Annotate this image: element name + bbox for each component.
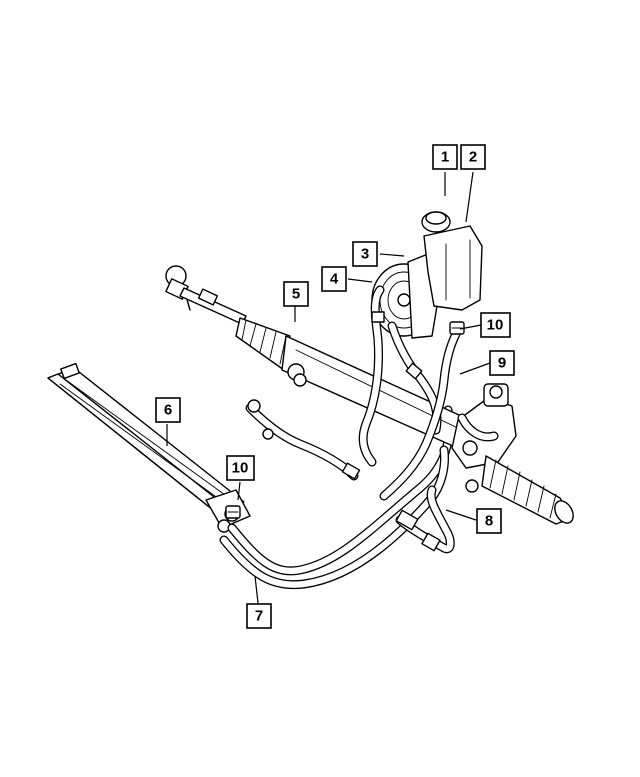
callout-2-label: 2 <box>469 149 477 166</box>
callout-4-label: 4 <box>330 271 339 288</box>
hose-clamp-lower[interactable] <box>225 505 241 519</box>
callout-3: 3 <box>352 241 378 267</box>
reservoir[interactable] <box>423 225 483 311</box>
return-hose[interactable] <box>379 329 499 501</box>
oil-cooler[interactable] <box>47 362 251 533</box>
callout-6-label: 6 <box>164 402 172 419</box>
callout-10-lower-label: 10 <box>232 460 249 477</box>
callout-8: 8 <box>476 508 502 534</box>
callout-3-label: 3 <box>361 246 369 263</box>
callout-7-label: 7 <box>255 608 263 625</box>
hose-clamp-upper[interactable] <box>449 321 465 335</box>
reservoir-cap[interactable] <box>421 211 451 233</box>
callout-9: 9 <box>489 350 515 376</box>
rack-transfer-tubes[interactable] <box>245 399 361 481</box>
callout-1-label: 1 <box>441 149 449 166</box>
callout-5-label: 5 <box>292 286 300 303</box>
callout-8-label: 8 <box>485 513 493 530</box>
callout-1: 1 <box>432 144 458 170</box>
callout-10-upper-label: 10 <box>487 317 504 334</box>
callout-10-lower: 10 <box>226 455 255 481</box>
cooler-return-lines[interactable] <box>219 405 454 590</box>
callout-6: 6 <box>155 397 181 423</box>
callout-9-label: 9 <box>498 355 506 372</box>
callout-4: 4 <box>321 266 347 292</box>
callout-7: 7 <box>246 603 272 629</box>
pressure-hose[interactable] <box>395 485 455 554</box>
callout-2: 2 <box>460 144 486 170</box>
callout-5: 5 <box>283 281 309 307</box>
callout-10-upper: 10 <box>480 312 511 338</box>
leader-lines <box>166 171 491 604</box>
